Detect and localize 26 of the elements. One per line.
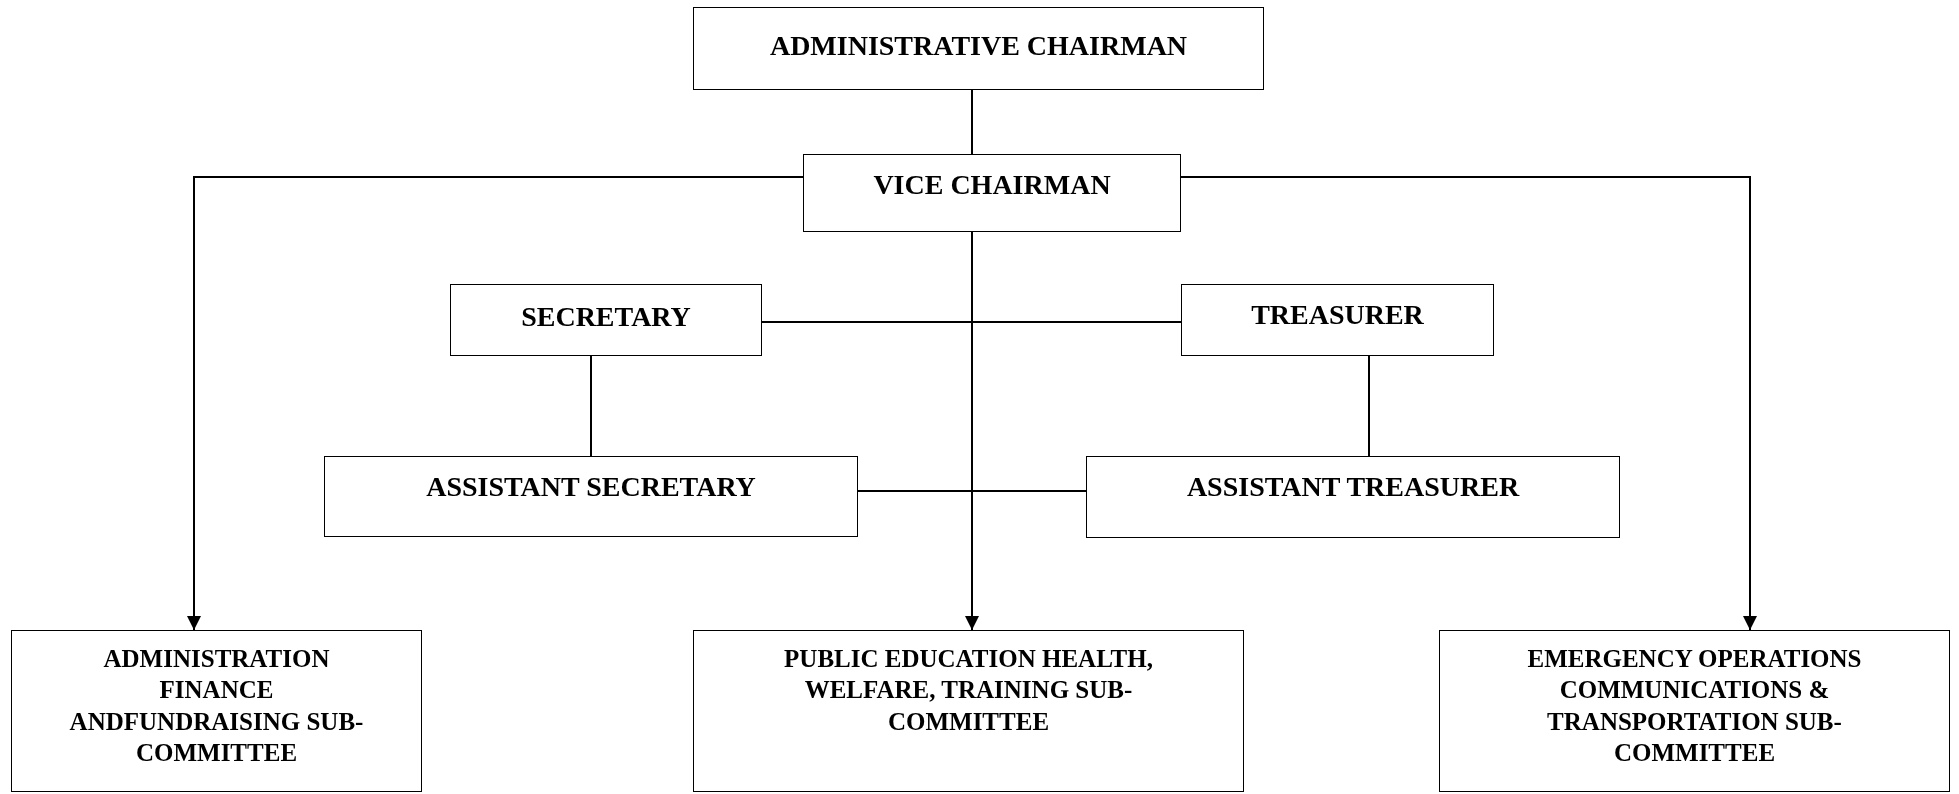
role-title: TREASURER xyxy=(1251,298,1424,332)
role-box xyxy=(1086,456,1620,538)
role-box xyxy=(11,630,422,792)
role-box xyxy=(693,630,1244,792)
role-title: EMERGENCY OPERATIONS COMMUNICATIONS & TRANSPORTATION SUB-COMMITTEE xyxy=(1526,644,1863,768)
role-title: ASSISTANT TREASURER xyxy=(1186,470,1520,504)
role-box xyxy=(1439,630,1950,792)
arrow xyxy=(965,231,979,631)
connector-line xyxy=(857,490,1087,492)
arrow xyxy=(1180,176,1757,631)
role-box xyxy=(1181,284,1494,356)
connector-line xyxy=(761,321,1182,323)
connector-line xyxy=(590,355,592,457)
role-title: VICE CHAIRMAN xyxy=(873,168,1111,202)
role-title: PUBLIC EDUCATION HEALTH, WELFARE, TRAINING SUB-COMMITTEE xyxy=(783,644,1154,737)
role-box xyxy=(450,284,762,356)
role-box xyxy=(693,7,1264,90)
arrow xyxy=(187,176,804,631)
connector-line xyxy=(971,89,973,155)
role-box xyxy=(803,154,1181,232)
role-title: ADMINISTRATIVE CHAIRMAN xyxy=(769,29,1188,63)
role-box xyxy=(324,456,858,537)
role-title: ADMINISTRATION FINANCE ANDFUNDRAISING SUB-COMMITTEE xyxy=(68,644,365,768)
role-title: ASSISTANT SECRETARY xyxy=(426,470,756,504)
connector-line xyxy=(1368,355,1370,457)
role-title: SECRETARY xyxy=(521,300,691,334)
